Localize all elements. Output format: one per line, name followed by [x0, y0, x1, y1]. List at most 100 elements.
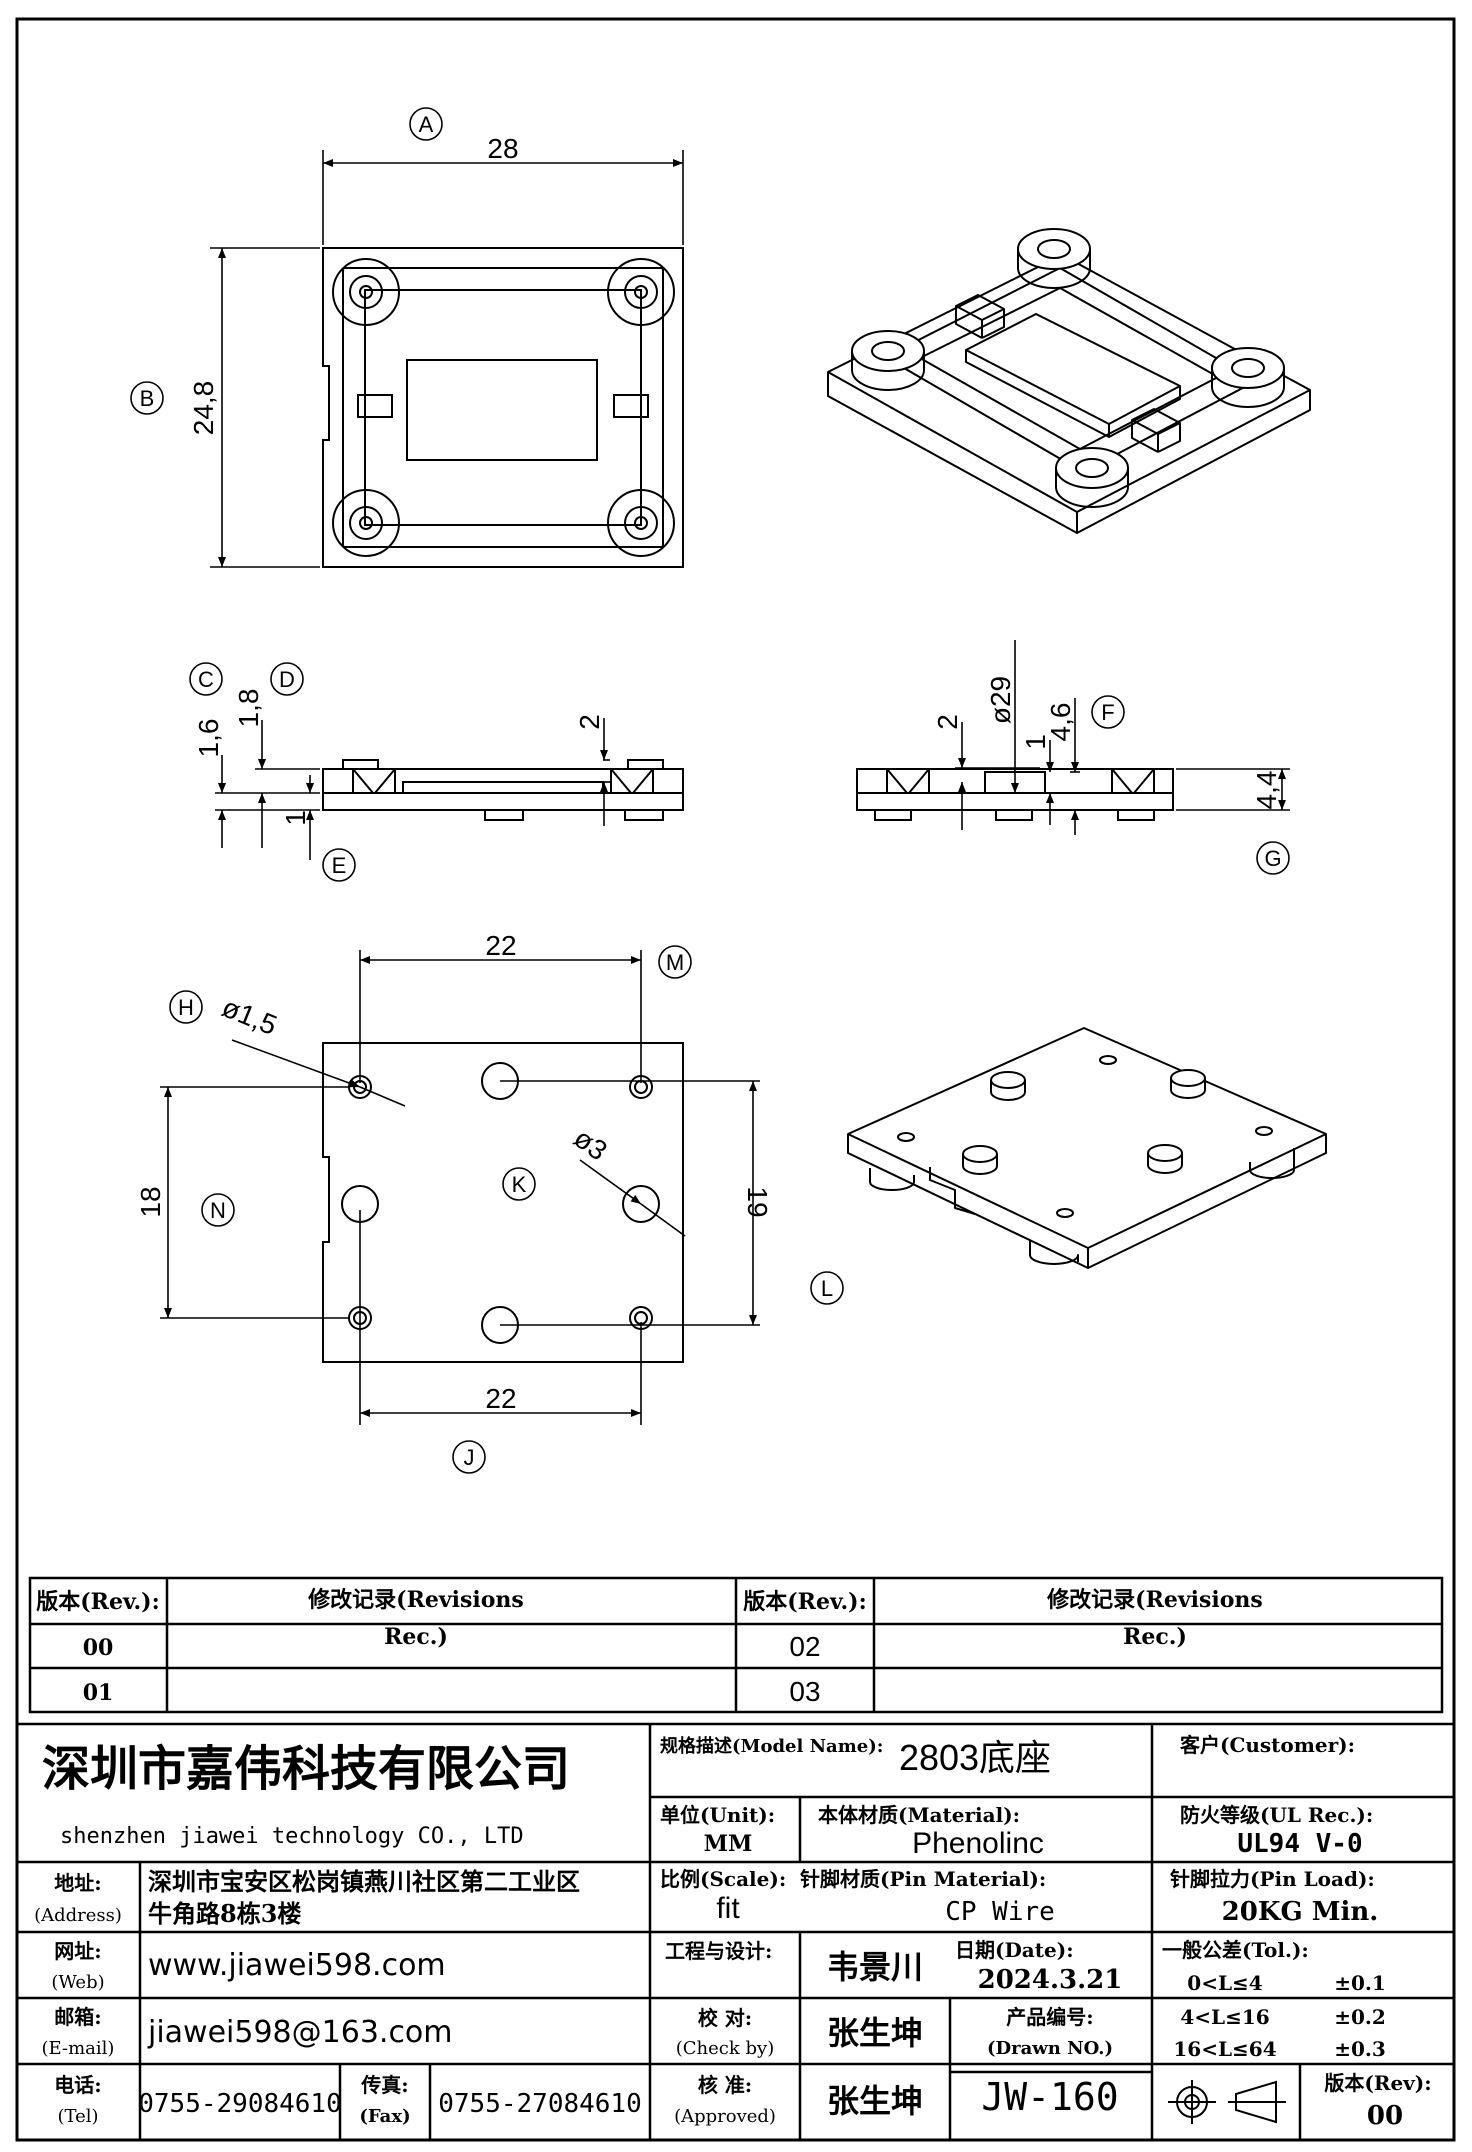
tol-value: ±0.1 — [1334, 1971, 1386, 1995]
tol-range: 16<L≤64 — [1173, 2037, 1276, 2061]
email-value: jiawei598@163.com — [147, 2015, 453, 2050]
dim-one-label: 1 — [1020, 734, 1051, 750]
dim-d-label: 1,8 — [233, 689, 264, 728]
scale-label: 比例(Scale): — [660, 1867, 786, 1891]
iso-pin — [962, 1145, 998, 1175]
revision-text: 版本(Rev.): 修改记录(Revisions Rec.) 版本(Rev.):… — [36, 1587, 1263, 1706]
boss-ring — [607, 489, 675, 557]
dim-l19-label: 19 — [742, 1186, 773, 1217]
rev-row: 00 — [83, 1635, 114, 1661]
marker-l: L — [821, 1276, 833, 1301]
record-header-right-1: 修改记录(Revisions — [1046, 1587, 1263, 1613]
dim-k3-label: ø3 — [568, 1122, 613, 1166]
address-label: 地址: — [54, 1871, 101, 1895]
pin-load-label: 针脚拉力(Pin Load): — [1170, 1867, 1375, 1891]
address-label-en: (Address) — [34, 1905, 122, 1926]
web-value: www.jiawei598.com — [148, 1948, 446, 1983]
marker-e: E — [332, 853, 347, 878]
material-value: Phenolinc — [912, 1827, 1044, 1860]
iso-pin — [1170, 1069, 1206, 1099]
iso-boss — [1017, 228, 1091, 289]
checker-name: 张生坤 — [827, 2014, 923, 2052]
drawn-label-en: (Drawn NO.) — [987, 2038, 1113, 2059]
design-label: 工程与设计: — [665, 1939, 772, 1963]
dim-h15-label: ø1,5 — [218, 991, 282, 1041]
title-block — [15, 1722, 1456, 2142]
dim-c-label: 1,6 — [193, 719, 224, 758]
email-label: 邮箱: — [54, 2005, 101, 2029]
fax-label-en: (Fax) — [359, 2106, 410, 2127]
drawing-number: JW-160 — [981, 2075, 1118, 2119]
top-view — [322, 247, 684, 568]
tol-label: 一般公差(Tol.): — [1162, 1938, 1309, 1962]
dim-lines-side-right — [955, 640, 1290, 835]
dim-phi29-label: ø29 — [985, 676, 1016, 724]
pin-load-value: 20KG Min. — [1222, 1897, 1379, 1927]
email-label-en: (E-mail) — [42, 2038, 115, 2059]
tol-range: 0<L≤4 — [1187, 1971, 1262, 1995]
rev-header-left: 版本(Rev.): — [36, 1589, 159, 1615]
date-value: 2024.3.21 — [978, 1965, 1123, 1995]
tol-value: ±0.3 — [1334, 2037, 1386, 2061]
rev-row: 01 — [83, 1680, 114, 1706]
iso-pin — [990, 1071, 1026, 1101]
web-label: 网址: — [54, 1939, 101, 1963]
dim-j22-label: 22 — [485, 1383, 516, 1414]
marker-b: B — [140, 386, 155, 411]
scale-value: fit — [716, 1892, 740, 1925]
marker-g: G — [1264, 846, 1281, 871]
model-value: 2803底座 — [899, 1737, 1051, 1778]
iso-pin — [1147, 1144, 1183, 1174]
unit-value: MM — [704, 1831, 753, 1857]
dim-g2-label: 2 — [932, 714, 963, 730]
drawn-label: 产品编号: — [1006, 2005, 1093, 2029]
iso-top-view — [827, 228, 1311, 534]
unit-label: 单位(Unit): — [660, 1803, 775, 1827]
check-label-en: (Check by) — [676, 2038, 774, 2059]
dim-lines-side-left — [215, 718, 610, 860]
designer-name: 韦景川 — [827, 1948, 923, 1986]
dim-e-label: 1 — [280, 810, 311, 826]
dim-m22-label: 22 — [485, 930, 516, 961]
fax-label: 传真: — [360, 2073, 408, 2097]
tol-range: 4<L≤16 — [1180, 2005, 1269, 2029]
title-block-text: 深圳市嘉伟科技有限公司 shenzhen jiawei technology C… — [34, 1733, 1432, 2131]
iso-boss — [1211, 347, 1285, 408]
tol-value: ±0.2 — [1334, 2005, 1386, 2029]
marker-d: D — [279, 667, 295, 692]
dim-f2-label: 2 — [574, 714, 605, 730]
side-view-left — [322, 759, 684, 821]
company-name-en: shenzhen jiawei technology CO., LTD — [60, 1824, 524, 1849]
markers — [130, 107, 1290, 1474]
approve-label-en: (Approved) — [674, 2106, 776, 2127]
boss-ring — [332, 489, 400, 557]
rev-label: 版本(Rev): — [1324, 2071, 1431, 2095]
customer-label: 客户(Customer): — [1179, 1733, 1355, 1757]
tel-label-en: (Tel) — [57, 2106, 98, 2127]
approve-label: 核 准: — [698, 2073, 752, 2097]
address-line1: 深圳市宝安区松岗镇燕川社区第二工业区 — [148, 1867, 580, 1896]
revision-table — [28, 1576, 1444, 1714]
marker-n: N — [210, 1198, 226, 1223]
rev-value: 00 — [1367, 2101, 1403, 2131]
marker-a: A — [419, 112, 434, 137]
record-header-left-2: Rec.) — [384, 1624, 448, 1650]
rev-row: 03 — [789, 1676, 820, 1707]
iso-bottom-view — [847, 1027, 1327, 1269]
dim-f46-label: 4,6 — [1045, 703, 1076, 742]
marker-f: F — [1101, 700, 1114, 725]
check-label: 校 对: — [698, 2006, 752, 2030]
iso-boss — [851, 330, 925, 391]
record-header-right-2: Rec.) — [1123, 1624, 1187, 1650]
marker-h: H — [178, 995, 194, 1020]
dim-n18-label: 18 — [135, 1186, 166, 1217]
boss-ring — [332, 258, 400, 326]
dim-lines-bottom — [160, 950, 760, 1425]
pin-material-value: CP Wire — [945, 1897, 1055, 1927]
fax-value: 0755-27084610 — [438, 2089, 642, 2119]
dim-g44-label: 4,4 — [1251, 771, 1282, 810]
iso-boss — [1055, 447, 1129, 508]
dim-a-label: 28 — [487, 133, 518, 164]
web-label-en: (Web) — [51, 1972, 104, 1993]
marker-j: J — [464, 1445, 475, 1470]
